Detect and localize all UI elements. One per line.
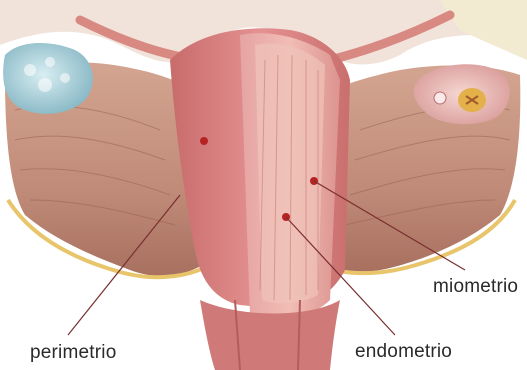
label-perimetrio: perimetrio — [30, 342, 116, 364]
label-miometrio: miometrio — [433, 276, 518, 298]
label-endometrio: endometrio — [355, 341, 452, 363]
ovary-left — [3, 43, 93, 114]
